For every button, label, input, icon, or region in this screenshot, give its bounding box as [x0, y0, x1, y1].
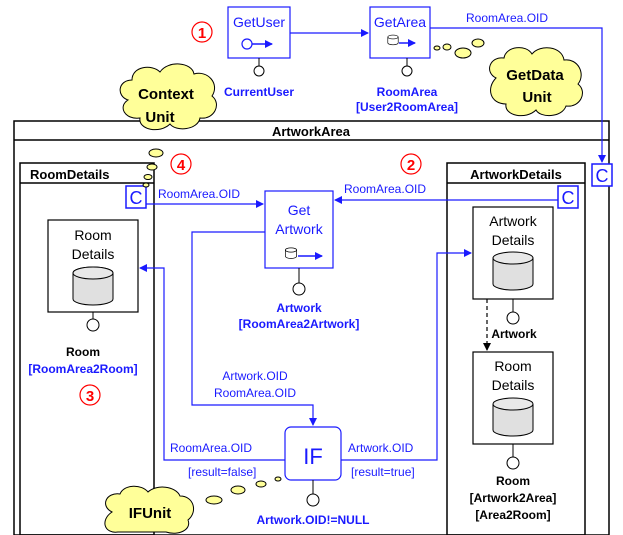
- artwork-area-title: ArtworkArea: [272, 124, 351, 139]
- link-getartwork-if: [191, 231, 317, 426]
- room-details-unit-right: Room Details Room [Artwork2Area] [Area2R…: [470, 351, 557, 522]
- svg-text:RoomArea.OID: RoomArea.OID: [170, 441, 252, 455]
- context-marker-left: C: [125, 185, 147, 209]
- context-marker-right: C: [557, 185, 579, 209]
- svg-text:Room: Room: [66, 345, 100, 359]
- svg-text:Details: Details: [72, 246, 115, 262]
- getdata-unit-callout: GetData Unit: [433, 38, 583, 117]
- get-area-title: GetArea: [374, 14, 426, 30]
- get-area-unit: GetArea RoomArea [User2RoomArea]: [356, 6, 458, 114]
- svg-text:IF: IF: [303, 444, 323, 469]
- get-user-param-icon: [253, 65, 265, 77]
- svg-text:C: C: [596, 166, 609, 186]
- svg-text:1: 1: [198, 25, 206, 42]
- svg-text:[RoomArea2Room]: [RoomArea2Room]: [28, 362, 137, 376]
- svg-text:RoomArea.OID: RoomArea.OID: [214, 386, 296, 400]
- svg-text:Details: Details: [492, 232, 535, 248]
- step-1: 1: [191, 21, 213, 43]
- link-if-roomdetails: [139, 264, 285, 461]
- get-user-title: GetUser: [233, 14, 285, 30]
- svg-text:3: 3: [86, 388, 94, 405]
- room-details-unit-left: Room Details Room [RoomArea2Room]: [28, 219, 139, 376]
- if-unit: IF Artwork.OID!=NULL: [256, 426, 370, 527]
- context-unit-callout: Context Unit: [119, 63, 217, 188]
- svg-text:Artwork: Artwork: [491, 327, 537, 341]
- svg-text:[Area2Room]: [Area2Room]: [475, 508, 550, 522]
- link-getarea-context: [430, 27, 606, 163]
- svg-text:Room: Room: [74, 227, 111, 243]
- artwork-details-unit: Artwork Details Artwork: [472, 206, 554, 341]
- svg-text:[result=false]: [result=false]: [188, 465, 256, 479]
- svg-text:C: C: [562, 188, 575, 208]
- room-details-area: RoomDetails: [19, 162, 155, 535]
- ifunit-callout: IFUnit: [104, 476, 282, 534]
- svg-text:[Artwork2Area]: [Artwork2Area]: [470, 491, 557, 505]
- svg-text:Unit: Unit: [522, 89, 551, 106]
- svg-text:Get: Get: [288, 202, 311, 218]
- svg-text:Unit: Unit: [145, 109, 174, 126]
- svg-text:Context: Context: [138, 86, 194, 103]
- svg-text:4: 4: [177, 157, 186, 174]
- label-roomarea-oid-left: RoomArea.OID: [158, 187, 240, 201]
- step-3: 3: [79, 384, 101, 406]
- step-2: 2: [400, 153, 422, 175]
- get-area-param-line2: [User2RoomArea]: [356, 100, 458, 114]
- svg-text:2: 2: [407, 157, 415, 174]
- get-user-unit: GetUser CurrentUser: [224, 6, 294, 99]
- svg-text:GetData: GetData: [506, 67, 564, 84]
- context-marker-right-outer: C: [591, 163, 613, 187]
- svg-text:Details: Details: [492, 377, 535, 393]
- svg-text:Artwork.OID: Artwork.OID: [222, 369, 288, 383]
- svg-text:Artwork.OID!=NULL: Artwork.OID!=NULL: [256, 513, 369, 527]
- svg-text:Room: Room: [494, 358, 531, 374]
- svg-text:[RoomArea2Artwork]: [RoomArea2Artwork]: [239, 317, 360, 331]
- label-roomarea-oid-top: RoomArea.OID: [466, 11, 548, 25]
- svg-text:IFUnit: IFUnit: [129, 505, 172, 522]
- svg-text:C: C: [130, 188, 143, 208]
- label-roomarea-oid-right: RoomArea.OID: [344, 182, 426, 196]
- get-area-param-line1: RoomArea: [377, 85, 438, 99]
- artwork-details-area-title: ArtworkDetails: [470, 167, 562, 182]
- svg-text:Artwork: Artwork: [489, 213, 537, 229]
- svg-text:Artwork.OID: Artwork.OID: [348, 441, 414, 455]
- get-artwork-unit: Get Artwork Artwork [RoomArea2Artwork]: [239, 190, 360, 331]
- link-if-artworkdetails: [341, 249, 472, 461]
- room-details-area-title: RoomDetails: [30, 167, 109, 182]
- svg-text:Artwork: Artwork: [276, 301, 322, 315]
- svg-text:[result=true]: [result=true]: [351, 465, 415, 479]
- get-user-param: CurrentUser: [224, 85, 294, 99]
- artwork-details-area: ArtworkDetails: [446, 162, 586, 535]
- step-4: 4: [170, 153, 192, 175]
- svg-text:Room: Room: [496, 474, 530, 488]
- artwork-area: ArtworkArea: [13, 120, 610, 535]
- svg-text:Artwork: Artwork: [275, 221, 323, 237]
